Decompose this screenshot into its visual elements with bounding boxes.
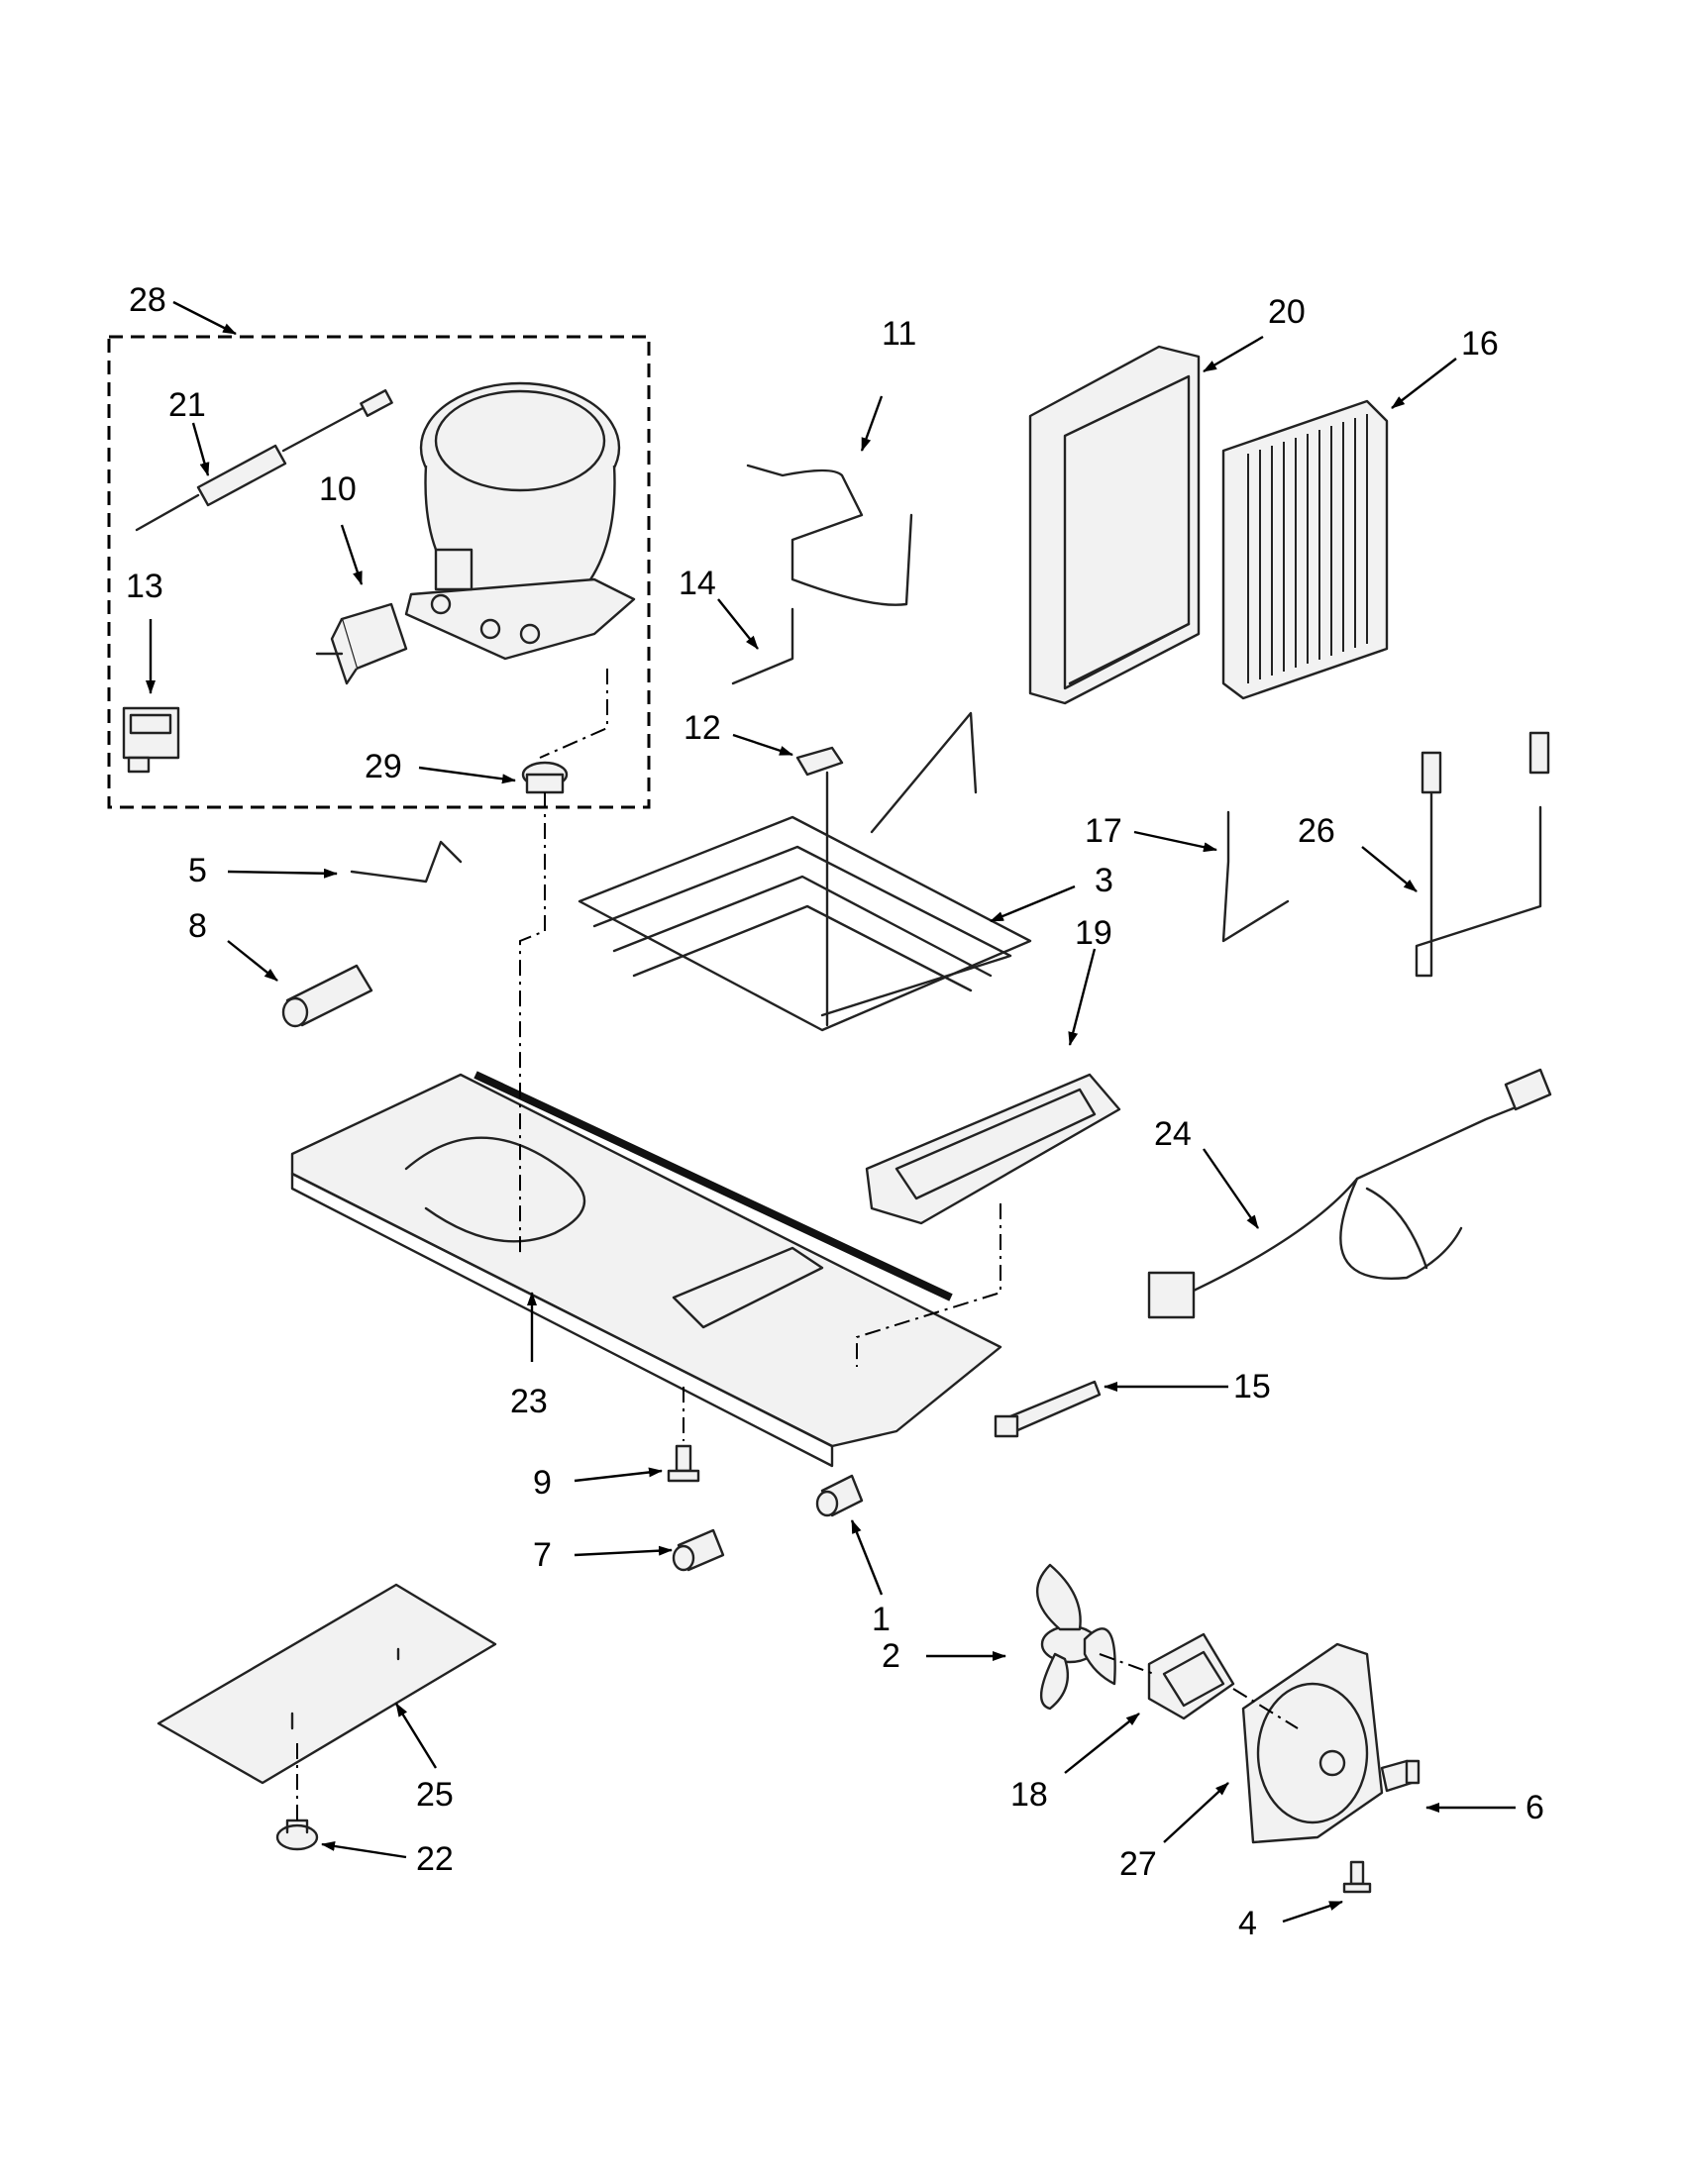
part-1-grommet [815, 1474, 864, 1517]
part-5-wire [350, 840, 463, 884]
label-22: 22 [416, 1840, 454, 1878]
part-9-screw [667, 1444, 700, 1483]
label-28: 28 [129, 281, 166, 319]
label-24: 24 [1154, 1115, 1192, 1153]
label-4: 4 [1238, 1905, 1257, 1942]
label-10: 10 [319, 470, 357, 508]
label-29: 29 [365, 748, 402, 785]
part-23-base [290, 1071, 1002, 1468]
label-7: 7 [533, 1536, 552, 1574]
label-26: 26 [1298, 812, 1335, 850]
label-27: 27 [1119, 1845, 1157, 1883]
part-25-panel [157, 1583, 497, 1785]
part-19-drain-pan [865, 1073, 1121, 1225]
part-27-bracket [1241, 1642, 1384, 1844]
part-20-shroud [1028, 345, 1201, 705]
part-21-drier [135, 389, 393, 532]
part-17-wire [1221, 810, 1290, 943]
label-13: 13 [126, 568, 163, 605]
part-10-relay [315, 602, 408, 685]
label-14: 14 [679, 565, 716, 602]
part-18-fan-motor [1147, 1632, 1235, 1720]
compressor-kit-box [107, 335, 651, 809]
label-3: 3 [1095, 862, 1113, 899]
label-23: 23 [510, 1383, 548, 1420]
label-8: 8 [188, 907, 207, 945]
part-13-overload [122, 706, 180, 774]
part-12-clip [795, 746, 844, 777]
label-18: 18 [1010, 1776, 1048, 1814]
label-5: 5 [188, 852, 207, 889]
compressor [404, 381, 636, 661]
label-25: 25 [416, 1776, 454, 1814]
part-26-tube [1415, 731, 1550, 978]
label-19: 19 [1075, 914, 1112, 952]
part-29-grommet [521, 761, 569, 794]
label-12: 12 [684, 709, 721, 747]
label-1: 1 [872, 1601, 891, 1638]
label-21: 21 [168, 386, 206, 424]
leader-arrows [146, 300, 1516, 1924]
label-16: 16 [1461, 325, 1499, 363]
part-3-evaporator [578, 711, 1032, 1032]
part-7-grommet [672, 1528, 725, 1572]
label-6: 6 [1526, 1789, 1544, 1826]
label-15: 15 [1233, 1368, 1271, 1405]
label-11: 11 [882, 315, 917, 353]
part-11-tube [746, 464, 913, 606]
label-20: 20 [1268, 293, 1306, 331]
part-22-clip [275, 1819, 319, 1851]
label-2: 2 [882, 1637, 900, 1675]
part-6-screw [1380, 1759, 1421, 1793]
label-9: 9 [533, 1464, 552, 1502]
part-24-harness [1147, 1068, 1552, 1319]
part-14-tube [731, 607, 794, 685]
part-2-fan-blade [1036, 1563, 1116, 1711]
part-4-screw [1342, 1860, 1372, 1894]
label-17: 17 [1085, 812, 1122, 850]
part-8-sleeve [281, 964, 373, 1028]
part-15-tie [994, 1380, 1102, 1438]
part-16-condenser [1221, 399, 1389, 700]
